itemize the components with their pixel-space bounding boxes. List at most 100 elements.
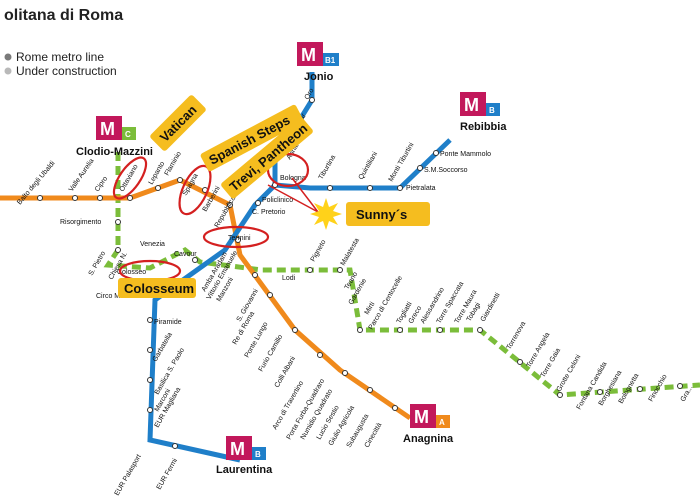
- tag-sunnys: Sunny´s: [346, 202, 430, 226]
- station-dot: [307, 267, 313, 273]
- station-label: Malatesta: [340, 237, 361, 267]
- station-label: Lodi: [282, 275, 296, 282]
- terminus-label: Clodio-Mazzini: [76, 146, 153, 158]
- station-label: Termini: [228, 235, 251, 242]
- station-label: Cinecittà: [364, 422, 384, 449]
- metro-logo-anagnina: M A Anagnina: [403, 404, 454, 445]
- station-label: Ponte Mammolo: [440, 151, 491, 158]
- terminus-label: Rebibbia: [460, 121, 507, 133]
- station-dot: [267, 292, 273, 298]
- station-label: Flaminio: [164, 150, 183, 177]
- station-label: Colli Albani: [274, 355, 298, 389]
- tag-colosseum-label: Colosseum: [124, 281, 194, 296]
- line-c-track: [103, 152, 700, 398]
- station-dot: [292, 327, 298, 333]
- station-dot: [147, 317, 153, 323]
- station-dot: [367, 387, 373, 393]
- station-dot: [115, 219, 121, 225]
- metro-logo-sub: [323, 53, 339, 66]
- terminus-label: Anagnina: [403, 433, 454, 445]
- station-dot: [255, 200, 261, 206]
- station-dot: [397, 185, 403, 191]
- station-dot: [417, 165, 423, 171]
- tag-colosseum: Colosseum: [118, 278, 196, 298]
- station-dot: [397, 327, 403, 333]
- station-dot: [477, 327, 483, 333]
- station-dot: [127, 195, 133, 201]
- metro-logo-rebibbia: M B Rebibbia: [460, 92, 507, 133]
- station-dot: [252, 272, 258, 278]
- tag-colosseum-bg: [118, 278, 196, 298]
- station-dot: [357, 327, 363, 333]
- tag-trevi-pantheon-bg: [221, 117, 313, 199]
- station-dot: [147, 377, 153, 383]
- metro-logo-letter: M: [100, 119, 115, 139]
- station-label: Tiburtina: [318, 154, 338, 181]
- metro-logo-m: [410, 404, 436, 428]
- station-dot: [172, 443, 178, 449]
- station-label: Piramide: [154, 319, 182, 326]
- station-dot: [147, 407, 153, 413]
- station-dots: [37, 97, 683, 449]
- metro-logo-sub-label: B: [489, 106, 495, 115]
- station-label: Furio Camillo: [258, 334, 285, 373]
- metro-logo-letter: M: [301, 45, 316, 65]
- tag-vatican: Vatican: [150, 95, 206, 151]
- metro-logo-letter: M: [414, 407, 429, 427]
- metro-logo-sub-label: B: [255, 450, 261, 459]
- terminus-label: Laurentina: [216, 464, 273, 476]
- station-dot: [115, 247, 121, 253]
- metro-logo-letter: M: [464, 95, 479, 115]
- highlight-ottaviano: [112, 156, 148, 200]
- sun-core: [320, 208, 332, 220]
- metro-logo-m: [96, 116, 122, 140]
- station-dot: [367, 185, 373, 191]
- legend-label-construction: Under construction: [16, 64, 117, 78]
- station-label: Quintiliani: [358, 150, 380, 181]
- metro-logo-m: [297, 42, 323, 66]
- tag-vatican-bg: [150, 95, 206, 151]
- station-dot: [72, 195, 78, 201]
- terminus-label: Jonio: [304, 71, 334, 83]
- station-label: Pigneto: [310, 239, 328, 263]
- map-title: olitana di Roma: [4, 7, 123, 24]
- metro-logo-sub: [122, 127, 136, 140]
- tag-sunnys-label: Sunny´s: [356, 207, 407, 222]
- metro-logo-sub: [436, 415, 450, 428]
- station-dot: [677, 383, 683, 389]
- station-label: EUR Fermi: [156, 457, 180, 491]
- metro-logo-sub-label: A: [439, 418, 445, 427]
- metro-logo-sub-label: B1: [325, 56, 336, 65]
- station-label: C. Pretorio: [252, 209, 286, 216]
- station-label: Risorgimento: [60, 219, 101, 226]
- tag-spanish-steps-bg: [200, 104, 304, 172]
- metro-logo-m: [226, 436, 252, 460]
- station-dot: [227, 202, 233, 208]
- station-label: Cavour: [174, 251, 197, 258]
- metro-logo-clodio: M C Clodio-Mazzini: [76, 116, 153, 158]
- station-label: Valle Aurelia: [68, 158, 96, 194]
- legend-label-metro: Rome metro line: [16, 50, 104, 64]
- station-dot: [557, 392, 563, 398]
- station-dot: [147, 347, 153, 353]
- station-label: Policlinico: [262, 197, 293, 204]
- legend-dot-construction: [4, 67, 12, 75]
- metro-logo-sub: [486, 103, 500, 116]
- station-dot: [392, 405, 398, 411]
- metro-logo-jonio: M B1 Jonio: [297, 42, 339, 83]
- station-label: Ottaviano: [119, 163, 140, 193]
- station-dot: [327, 185, 333, 191]
- legend-dot-metro: [4, 53, 12, 61]
- station-label: S. Pietro: [88, 250, 108, 277]
- legend: Rome metro line Under construction: [4, 50, 117, 78]
- station-dot: [97, 195, 103, 201]
- station-label: Giardinetti: [480, 291, 502, 323]
- station-label: Oro: [304, 87, 316, 101]
- pointer-line: [267, 177, 319, 213]
- sunnys-marker: [267, 177, 342, 230]
- station-dot: [192, 257, 198, 263]
- station-label: Torrenova: [506, 320, 528, 351]
- station-label: Colosseo: [117, 269, 146, 276]
- station-label: EUR Palasport: [114, 453, 143, 497]
